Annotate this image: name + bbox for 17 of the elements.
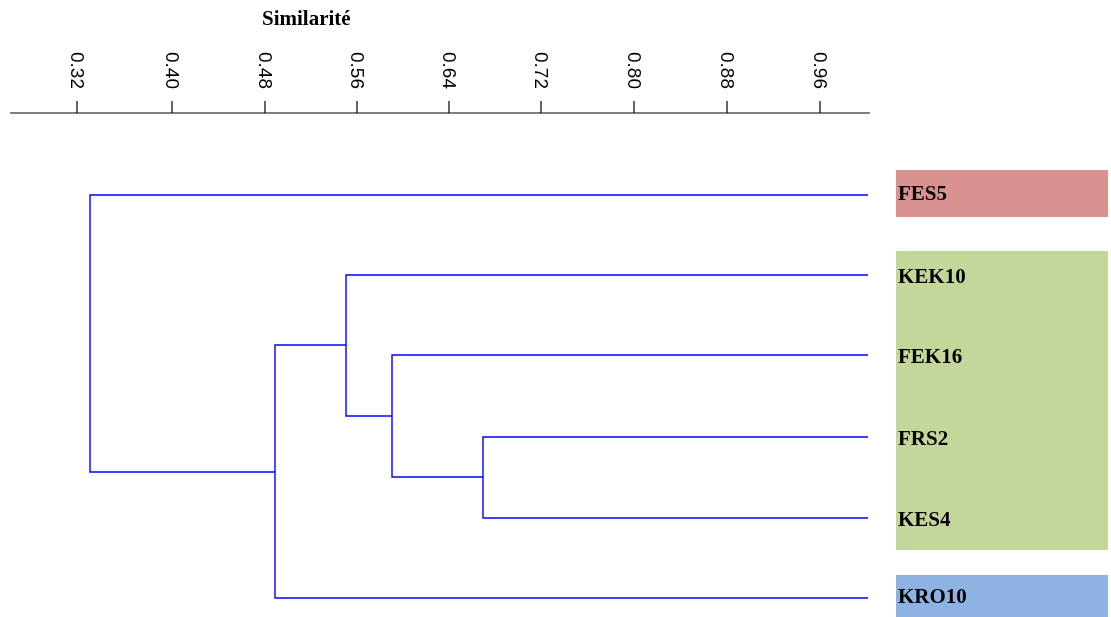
- tick-label: 0.72: [530, 52, 552, 89]
- sample-label: FEK16: [896, 343, 963, 369]
- tick-label: 0.48: [254, 52, 276, 89]
- tick-label: 0.32: [66, 52, 88, 89]
- tick-label: 0.96: [809, 52, 831, 89]
- sample-label: FRS2: [896, 425, 949, 451]
- sample-label: KES4: [896, 506, 951, 532]
- tick-label: 0.40: [161, 52, 183, 89]
- axis-title: Similarité: [262, 6, 351, 31]
- tick-label: 0.88: [716, 52, 738, 89]
- cluster-band: [896, 251, 1108, 550]
- sample-label: KEK10: [896, 263, 966, 289]
- tick-label: 0.80: [623, 52, 645, 89]
- tick-label: 0.64: [438, 52, 460, 89]
- sample-label-box: KRO10: [896, 575, 1108, 617]
- tick-label: 0.56: [346, 52, 368, 89]
- sample-label-box: FES5: [896, 170, 1108, 217]
